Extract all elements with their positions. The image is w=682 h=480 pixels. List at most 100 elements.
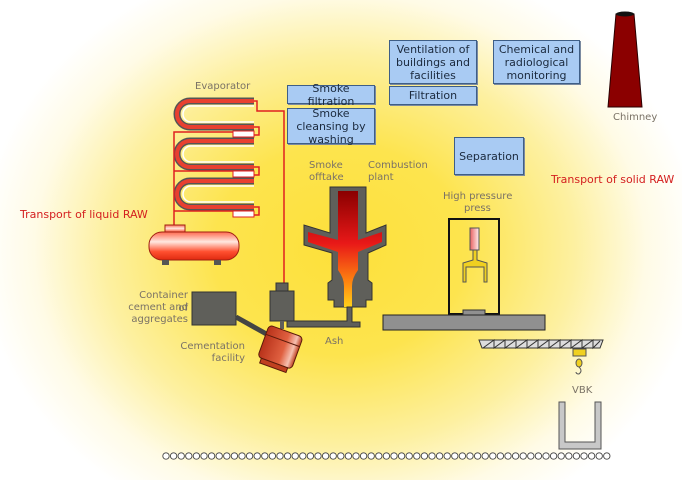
conveyor-roller bbox=[344, 452, 353, 460]
conveyor-roller bbox=[420, 452, 429, 460]
mixer-unit bbox=[269, 282, 295, 329]
conveyor-roller bbox=[367, 452, 375, 460]
conveyor-roller bbox=[276, 452, 284, 460]
conveyor-roller bbox=[443, 452, 451, 460]
roller-conveyor bbox=[162, 452, 611, 460]
high-pressure-press bbox=[382, 218, 546, 331]
conveyor-roller bbox=[162, 452, 170, 460]
conveyor-roller bbox=[587, 452, 596, 460]
separation-box-label: Separation bbox=[459, 149, 519, 163]
conveyor-roller bbox=[230, 452, 239, 460]
ventilation-box-label: Ventilation of buildings and facilities bbox=[396, 42, 470, 82]
cementation-label-line2: facility bbox=[211, 353, 245, 364]
conveyor-roller bbox=[458, 452, 467, 460]
transport-liquid-raw-label: Transport of liquid RAW bbox=[20, 208, 148, 221]
conveyor-roller bbox=[519, 452, 527, 460]
conveyor-roller bbox=[557, 452, 565, 460]
conveyor-roller bbox=[253, 452, 261, 460]
conveyor-roller bbox=[215, 452, 223, 460]
conveyor-roller bbox=[481, 452, 489, 460]
evaporator-coil bbox=[173, 137, 254, 171]
cementation-label-line1: Cementation bbox=[180, 341, 245, 352]
conveyor-roller bbox=[192, 452, 201, 460]
conveyor-roller bbox=[435, 452, 444, 460]
conveyor-roller bbox=[534, 452, 543, 460]
conveyor-roller bbox=[595, 452, 603, 460]
container-label-line2: cement and bbox=[128, 302, 188, 313]
conveyor-roller bbox=[572, 452, 581, 460]
conveyor-roller bbox=[314, 452, 322, 460]
crane-bridge bbox=[478, 339, 604, 375]
conveyor-roller bbox=[565, 452, 573, 460]
conveyor-roller bbox=[268, 452, 277, 460]
conveyor-roller bbox=[473, 452, 482, 460]
container-label-line1: Container of bbox=[139, 290, 188, 314]
conveyor-roller bbox=[489, 452, 497, 460]
conveyor-roller bbox=[337, 452, 345, 460]
conveyor-roller bbox=[169, 452, 178, 460]
evaporator-coil bbox=[173, 97, 254, 131]
conveyor-roller bbox=[428, 452, 436, 460]
conveyor-roller bbox=[352, 452, 360, 460]
conveyor-roller bbox=[207, 452, 216, 460]
chemical-monitoring-box: Chemical and radiological monitoring bbox=[493, 40, 580, 84]
conveyor-roller bbox=[496, 452, 505, 460]
conveyor-roller bbox=[329, 452, 337, 460]
conveyor-roller bbox=[603, 452, 611, 460]
conveyor-roller bbox=[291, 452, 299, 460]
high-pressure-press-label-line2: press bbox=[464, 203, 491, 214]
evaporator-label: Evaporator bbox=[195, 81, 251, 92]
conveyor-roller bbox=[580, 452, 588, 460]
conveyor-roller bbox=[451, 452, 459, 460]
transport-solid-raw-label: Transport of solid RAW bbox=[551, 173, 675, 186]
high-pressure-press-label-line1: High pressure bbox=[443, 191, 513, 202]
conveyor-roller bbox=[245, 452, 254, 460]
smoke-offtake-label-line1: Smoke bbox=[309, 160, 343, 171]
conveyor-roller bbox=[504, 452, 512, 460]
conveyor-roller bbox=[549, 452, 558, 460]
conveyor-roller bbox=[299, 452, 307, 460]
conveyor-roller bbox=[390, 452, 398, 460]
evaporator bbox=[173, 97, 285, 283]
combustion-plant bbox=[286, 186, 387, 328]
chemical-monitoring-box-label: Chemical and radiological monitoring bbox=[498, 42, 575, 82]
conveyor-roller bbox=[306, 452, 315, 460]
cement-container bbox=[191, 291, 272, 339]
conveyor-roller bbox=[185, 452, 193, 460]
conveyor-roller bbox=[382, 452, 391, 460]
filtration-box-label: Filtration bbox=[408, 89, 458, 102]
conveyor-roller bbox=[413, 452, 421, 460]
filtration-box: Filtration bbox=[389, 86, 477, 105]
vbk-container bbox=[558, 401, 602, 450]
conveyor-roller bbox=[527, 452, 535, 460]
container-label-line3: aggregates bbox=[131, 314, 188, 325]
conveyor-roller bbox=[542, 452, 550, 460]
conveyor-roller bbox=[223, 452, 231, 460]
conveyor-roller bbox=[238, 452, 246, 460]
ash-label: Ash bbox=[325, 336, 344, 347]
smoke-cleansing-box: Smoke cleansing by washing bbox=[287, 106, 375, 146]
conveyor-roller bbox=[359, 452, 368, 460]
conveyor-roller bbox=[397, 452, 406, 460]
combustion-plant-label-line2: plant bbox=[368, 172, 394, 183]
conveyor-roller bbox=[261, 452, 269, 460]
conveyor-roller bbox=[405, 452, 413, 460]
vbk-label: VBK bbox=[572, 385, 593, 396]
smoke-filtration-box: Smoke filtration bbox=[287, 82, 375, 108]
smoke-cleansing-box-label: Smoke cleansing by washing bbox=[296, 106, 366, 146]
liquid-storage-tank bbox=[148, 224, 240, 265]
combustion-plant-label-line1: Combustion bbox=[368, 160, 428, 171]
smoke-offtake-label-line2: offtake bbox=[309, 172, 344, 183]
chimney-label: Chimney bbox=[613, 112, 658, 123]
evaporator-coil bbox=[173, 177, 254, 211]
separation-box: Separation bbox=[454, 137, 524, 175]
conveyor-roller bbox=[511, 452, 520, 460]
conveyor-roller bbox=[177, 452, 185, 460]
smoke-filtration-box-label: Smoke filtration bbox=[307, 81, 355, 108]
conveyor-roller bbox=[466, 452, 474, 460]
conveyor-roller bbox=[283, 452, 292, 460]
conveyor-roller bbox=[200, 452, 208, 460]
chimney bbox=[607, 11, 643, 108]
